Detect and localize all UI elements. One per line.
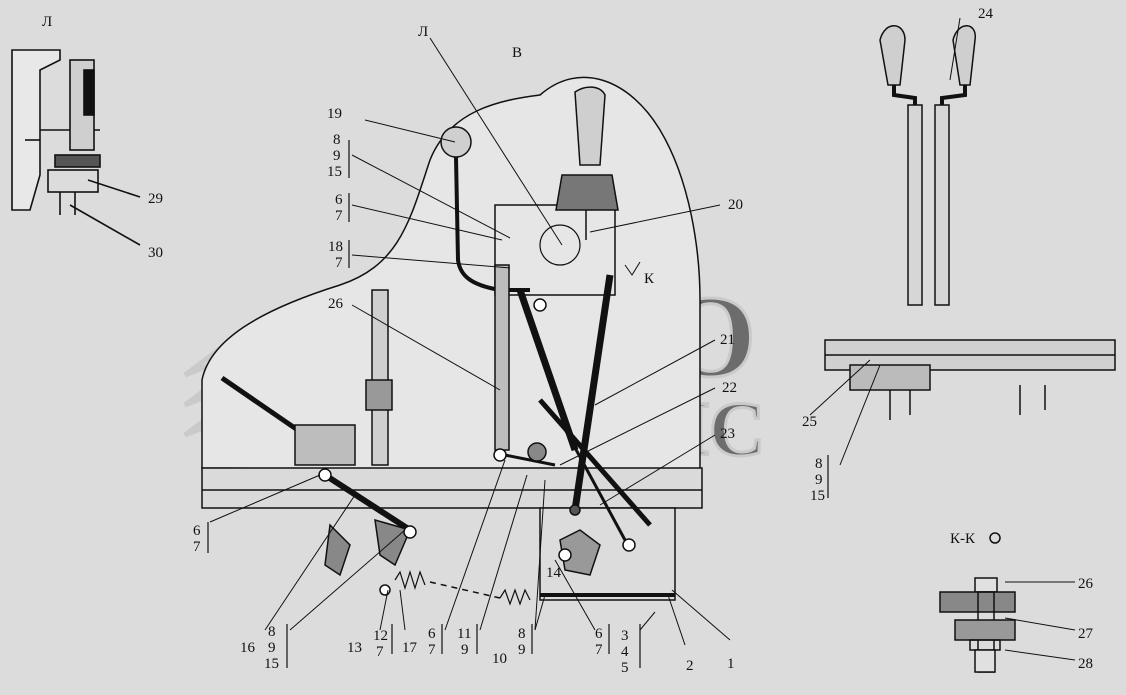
main-assembly [201, 76, 703, 606]
view-l-detail [11, 49, 141, 246]
callout-30: 30 [148, 245, 163, 261]
callout-7: 7 [193, 539, 201, 555]
callout-24: 24 [978, 6, 994, 22]
callout-5: 5 [621, 660, 629, 676]
callout-22: 22 [722, 380, 737, 396]
callout-8: 8 [815, 456, 823, 472]
callout-11: 11 [457, 626, 471, 642]
callout-14: 14 [546, 565, 562, 581]
callout-25: 25 [802, 414, 817, 430]
callout-9: 9 [518, 642, 526, 658]
callout-9: 9 [333, 148, 341, 164]
callout-26: 26 [328, 296, 344, 312]
callout-2: 2 [686, 658, 694, 674]
callout-6: 6 [428, 626, 436, 642]
leader-lines [209, 17, 1076, 661]
group-brackets [207, 140, 829, 668]
view-label-center: Л [418, 24, 428, 40]
callout-7: 7 [595, 642, 603, 658]
callout-26: 26 [1078, 576, 1094, 592]
callout-17: 17 [402, 640, 418, 656]
callout-8: 8 [333, 132, 341, 148]
callout-23: 23 [720, 426, 735, 442]
callout-13: 13 [347, 640, 362, 656]
callout-9: 9 [268, 640, 276, 656]
arrow-label-k: К [644, 271, 655, 287]
callout-numbers: 29 30 19 8 9 15 6 7 18 7 26 20 21 22 23 … [148, 6, 1094, 676]
callout-7: 7 [428, 642, 436, 658]
callout-9: 9 [815, 472, 823, 488]
callout-15: 15 [327, 164, 342, 180]
callout-15: 15 [264, 656, 279, 672]
callout-12: 12 [373, 628, 388, 644]
callout-8: 8 [268, 624, 276, 640]
callout-18: 18 [328, 239, 343, 255]
callout-1: 1 [727, 656, 735, 672]
callout-7: 7 [335, 208, 343, 224]
callout-7: 7 [376, 644, 384, 660]
view-label-b: В [512, 45, 522, 61]
callout-7: 7 [335, 255, 343, 271]
callout-6: 6 [193, 523, 201, 539]
callout-10: 10 [492, 651, 507, 667]
callout-27: 27 [1078, 626, 1094, 642]
callout-19: 19 [327, 106, 342, 122]
callout-29: 29 [148, 191, 163, 207]
callout-9: 9 [461, 642, 469, 658]
callout-15: 15 [810, 488, 825, 504]
right-view-levers [824, 25, 1116, 420]
callout-6: 6 [595, 626, 603, 642]
callout-20: 20 [728, 197, 743, 213]
callout-8: 8 [518, 626, 526, 642]
callout-21: 21 [720, 332, 735, 348]
section-label-kk: К-К [950, 531, 976, 547]
callout-16: 16 [240, 640, 256, 656]
callout-28: 28 [1078, 656, 1093, 672]
callout-3: 3 [621, 628, 629, 644]
view-label-left: Л [42, 14, 52, 30]
callout-6: 6 [335, 192, 343, 208]
section-kk-detail [939, 532, 1016, 673]
callout-4: 4 [621, 644, 629, 660]
